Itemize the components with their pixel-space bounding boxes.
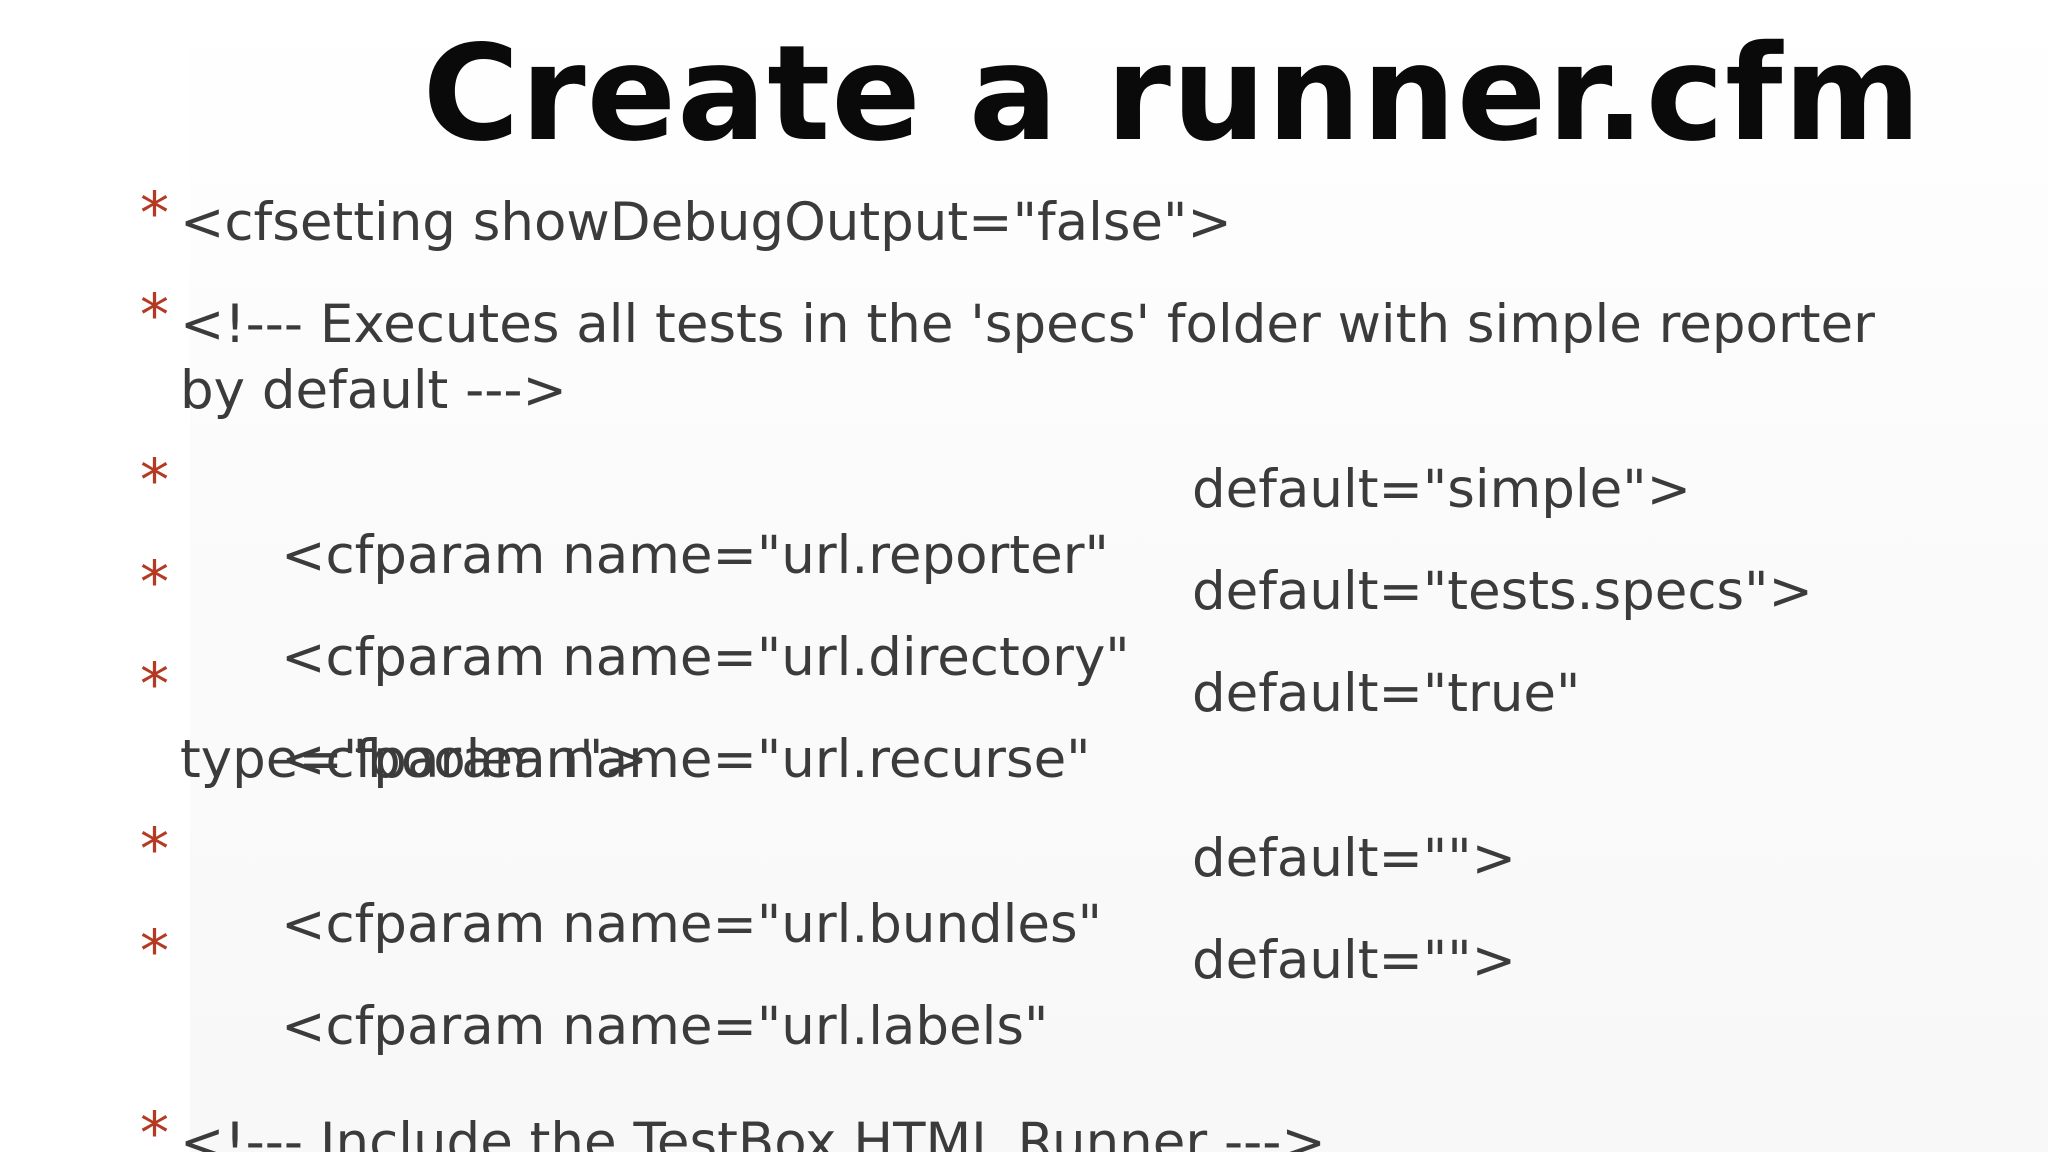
bullet-marker-icon: * [140,1099,169,1152]
param-name: <cfparam name="url.directory" [281,627,1130,688]
bullet-text: <cfparam name="url.recurse" default="tru… [180,661,1940,925]
param-name: <cfparam name="url.recurse" [281,729,1091,790]
bullet-marker-icon: * [140,650,169,718]
param-default: default="true" [1192,663,1581,724]
bullet-text: <cfparam name="url.reporter" default="si… [180,457,1940,721]
param-default: default=""> [1192,828,1517,889]
param-name: <cfparam name="url.reporter" [281,525,1109,586]
slide-title: Create a runner.cfm [422,17,1922,171]
bullet-continuation: type="boolean"> [180,729,648,790]
bullet-marker-icon: * [140,548,169,616]
param-name: <cfparam name="url.bundles" [281,894,1102,955]
bullet-marker-icon: * [140,281,169,349]
param-default: default="simple"> [1192,459,1691,520]
param-name: <cfparam name="url.labels" [281,996,1049,1057]
bullet-marker-icon: * [140,815,169,883]
slide-background [190,0,2048,1152]
bullet-marker-icon: * [140,917,169,985]
bullet-marker-icon: * [140,446,169,514]
bullet-text: <cfsetting showDebugOutput="false"> [180,192,1232,253]
param-default: default="tests.specs"> [1192,561,1813,622]
bullet-text: <!--- Include the TestBox HTML Runner --… [180,1112,1326,1152]
bullet-text: <cfparam name="url.labels" default=""> [180,928,1940,1152]
bullet-text: <!--- Executes all tests in the 'specs' … [180,294,1892,421]
bullet-text: <cfparam name="url.bundles" default=""> [180,826,1940,1090]
param-default: default=""> [1192,930,1517,991]
bullet-marker-icon: * [140,179,169,247]
bullet-text: <cfparam name="url.directory" default="t… [180,559,1940,823]
